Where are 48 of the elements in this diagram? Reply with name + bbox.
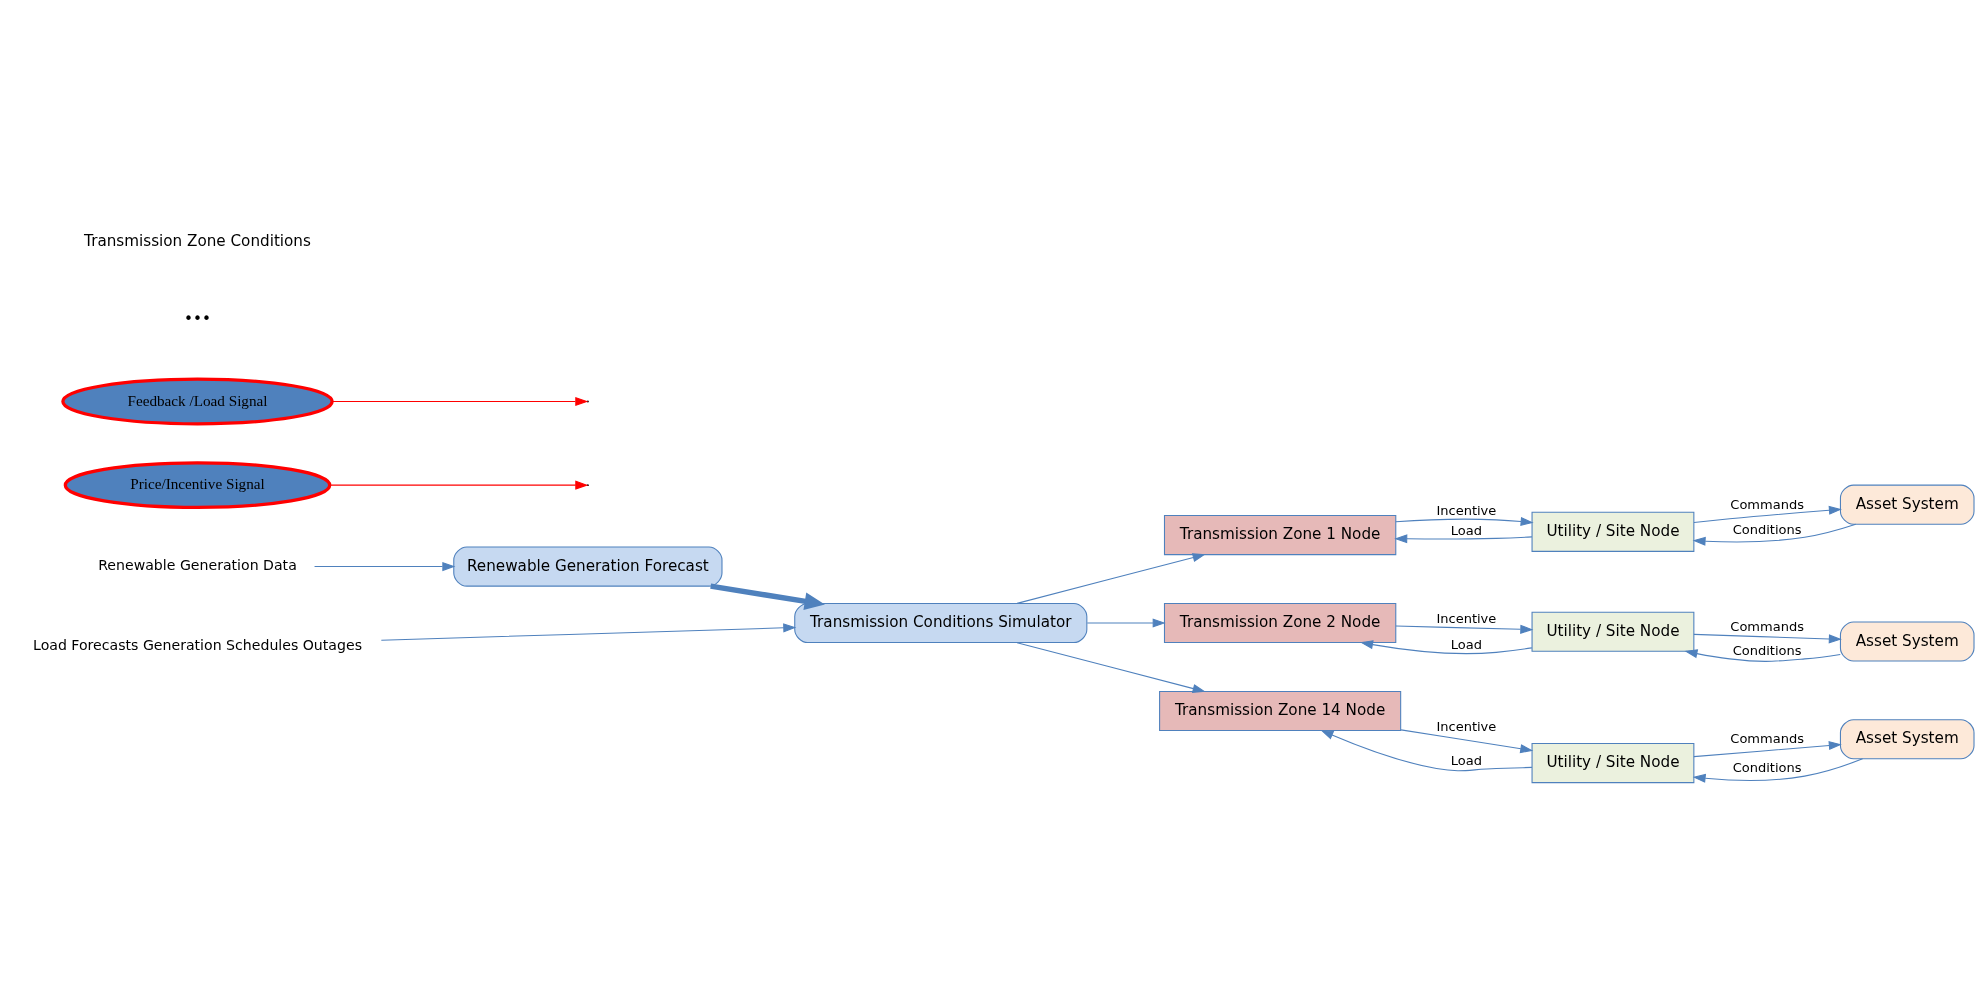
edge-label: Conditions (1732, 521, 1802, 537)
edge-label: Load (1450, 752, 1482, 768)
node-ellipse: Feedback /Load Signal (61, 377, 334, 426)
arrow (1400, 729, 1534, 754)
arrow (1693, 741, 1842, 758)
node-box: Asset System (1839, 719, 1975, 760)
node-box: Asset System (1839, 484, 1975, 525)
edge-label: Load (1450, 636, 1482, 652)
node-text: Renewable Generation Data (98, 557, 297, 574)
arrow (1684, 649, 1841, 662)
arrow (1016, 553, 1206, 604)
node-ellipse: Price/Incentive Signal (63, 461, 332, 510)
arrow (710, 583, 825, 611)
edge-label: Commands (1730, 731, 1804, 747)
edge-label: Load (1450, 522, 1482, 538)
arrow (1086, 618, 1166, 628)
arrow (1395, 624, 1534, 634)
arrow (314, 562, 456, 572)
label: Transmission Zone Conditions (84, 231, 311, 250)
node-box: Utility / Site Node (1531, 511, 1695, 552)
arrow (1693, 505, 1842, 523)
node-box: Transmission Zone 14 Node (1159, 690, 1402, 732)
arrow (1394, 534, 1533, 544)
arrow (1016, 642, 1206, 693)
edge-label: Conditions (1732, 760, 1802, 776)
node-box: Renewable Generation Forecast (453, 546, 723, 587)
arrow (329, 480, 589, 490)
arrow (1692, 523, 1857, 546)
arrow (380, 623, 797, 641)
node-box: Transmission Zone 1 Node (1163, 515, 1397, 556)
edge-label: Incentive (1436, 719, 1497, 735)
label: ••• (184, 310, 211, 329)
arrow (1395, 516, 1534, 527)
edge-label: Commands (1730, 496, 1804, 512)
edge-label: Conditions (1732, 643, 1802, 659)
node-box: Transmission Zone 2 Node (1163, 602, 1397, 644)
edge-label: Incentive (1436, 610, 1497, 626)
arrow (1693, 633, 1842, 644)
edge-label: Incentive (1436, 503, 1497, 519)
node-box: Transmission Conditions Simulator (794, 602, 1088, 644)
node-box: Utility / Site Node (1531, 611, 1695, 652)
node-text: Load Forecasts Generation Schedules Outages (33, 636, 362, 653)
arrow (1320, 729, 1533, 772)
node-box: Asset System (1839, 621, 1975, 662)
edge-label: Commands (1730, 619, 1804, 635)
node-box: Utility / Site Node (1531, 743, 1695, 784)
arrow (1360, 640, 1533, 655)
arrow (1692, 758, 1864, 783)
